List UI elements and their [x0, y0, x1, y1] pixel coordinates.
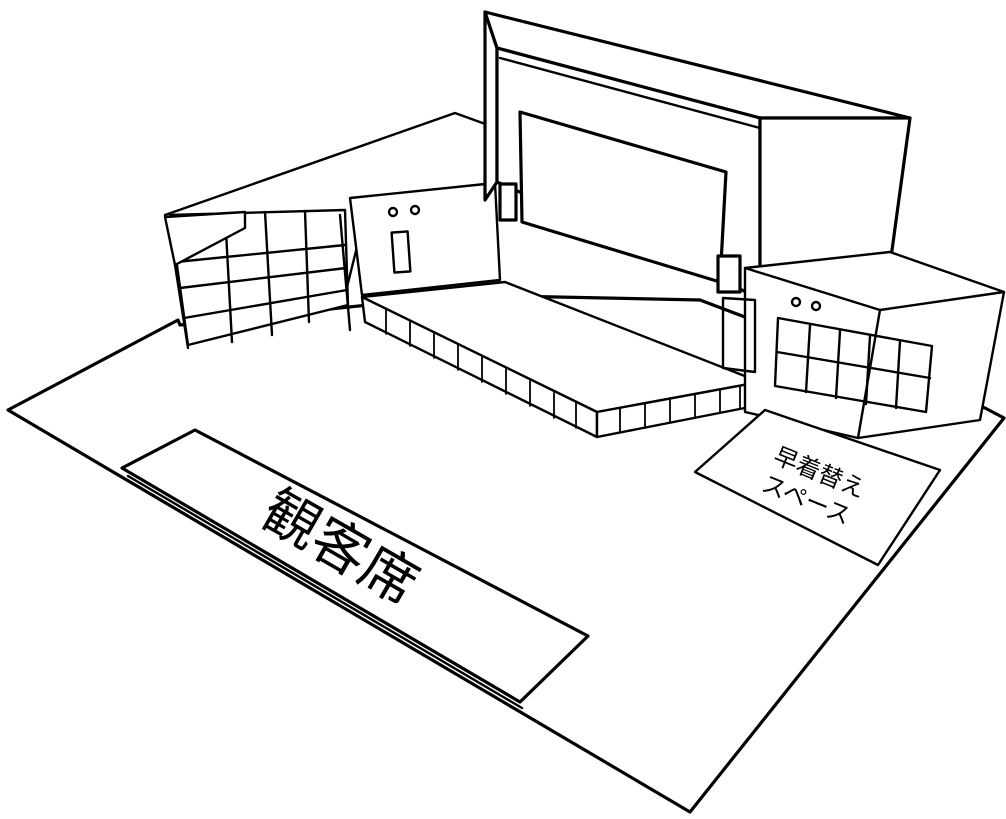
- left-speaker: [498, 182, 518, 222]
- quick-change-space: [693, 408, 942, 567]
- left-grid-partition: [163, 208, 352, 350]
- dressing-room-building: [721, 250, 1006, 440]
- audience-seating-area: [120, 428, 590, 704]
- stage-back-wall: [348, 181, 502, 297]
- right-speaker: [716, 254, 742, 294]
- screen-structure: [483, 10, 912, 300]
